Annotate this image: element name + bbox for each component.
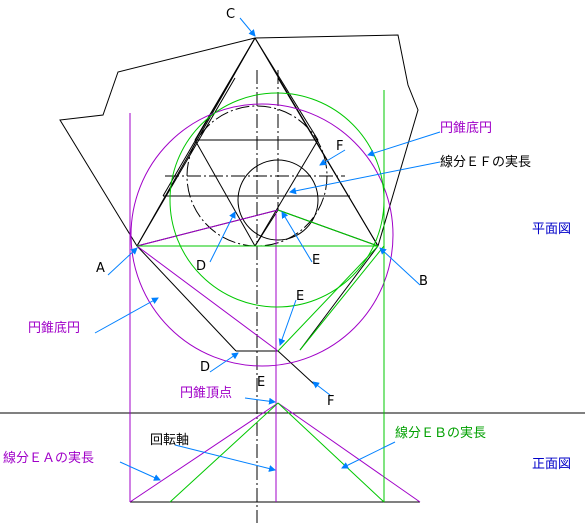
leader-lines bbox=[94, 17, 441, 481]
label-rotation-axis: 回転軸 bbox=[150, 433, 189, 448]
label-ea-true-length: 線分ＥＡの実長 bbox=[3, 450, 94, 466]
inner-line-2 bbox=[254, 37, 319, 141]
purple-lines bbox=[129, 103, 421, 503]
label-e-mid: E bbox=[296, 289, 304, 304]
inner-line-12 bbox=[254, 209, 279, 247]
label-cone-apex: 円錐頂点 bbox=[180, 386, 232, 401]
label-c: C bbox=[226, 7, 235, 22]
leader-cone-base-top bbox=[367, 131, 441, 157]
label-cone-base-left: 円錐底円 bbox=[28, 320, 80, 336]
purple-a-e bbox=[136, 209, 279, 247]
label-e-bottom: E bbox=[257, 375, 265, 390]
label-eb-true-length: 線分ＥＢの実長 bbox=[395, 425, 486, 441]
leader-e-mid bbox=[278, 299, 297, 346]
leader-b bbox=[379, 247, 421, 286]
purple-base-circle bbox=[130, 103, 394, 367]
outline-polygon bbox=[254, 34, 419, 247]
green-b-e bbox=[277, 209, 379, 247]
leader-d-mid bbox=[209, 352, 239, 373]
leader-d-top bbox=[209, 211, 236, 263]
leader-f-top bbox=[319, 149, 346, 166]
center-lines bbox=[165, 70, 345, 523]
purple-a-e-mid bbox=[136, 245, 279, 352]
leader-f-mid bbox=[312, 381, 331, 396]
green-base-circle bbox=[169, 92, 385, 308]
label-plan-view: 平面図 bbox=[532, 222, 571, 237]
annotation-labels: 円錐底円 線分ＥＦの実長 平面図 円錐底円 円錐頂点 回転軸 線分ＥＡの実長 線… bbox=[3, 120, 571, 472]
inner-line-9 bbox=[254, 139, 319, 247]
label-f-top: F bbox=[336, 139, 343, 154]
point-labels: C F A B D E E D F E bbox=[96, 7, 428, 409]
label-front-view: 正面図 bbox=[532, 457, 571, 472]
label-d-top: D bbox=[196, 259, 206, 274]
green-true-length-eb bbox=[277, 402, 385, 503]
green-lines bbox=[137, 90, 385, 503]
inner-line-7 bbox=[277, 77, 379, 247]
label-e-top: E bbox=[312, 253, 320, 268]
label-d-mid: D bbox=[200, 360, 210, 375]
leader-ea bbox=[119, 461, 161, 481]
line-b-down bbox=[299, 245, 379, 351]
outline-polygon-left bbox=[59, 37, 256, 247]
label-f-mid: F bbox=[327, 394, 334, 409]
label-ef-true-length: 線分ＥＦの実長 bbox=[440, 154, 531, 170]
label-b: B bbox=[419, 274, 428, 289]
line-e-f bbox=[277, 350, 316, 386]
leader-rotation-axis bbox=[174, 444, 276, 472]
leader-cone-base-left bbox=[94, 297, 159, 334]
inner-line-6 bbox=[136, 77, 236, 247]
leader-e-top bbox=[281, 211, 313, 263]
green-base-to-b bbox=[299, 245, 385, 351]
green-true-length-left bbox=[169, 402, 279, 503]
black-construction-lines bbox=[0, 34, 585, 503]
leader-a bbox=[107, 247, 138, 276]
leader-c bbox=[239, 17, 256, 37]
green-b-mid bbox=[277, 245, 379, 352]
inner-line-8 bbox=[194, 139, 256, 247]
line-a-down bbox=[136, 245, 237, 352]
leader-eb bbox=[341, 441, 396, 469]
label-cone-base-top: 円錐底円 bbox=[440, 120, 492, 136]
leader-ef-true bbox=[289, 161, 441, 195]
leader-apex bbox=[244, 397, 276, 405]
label-a: A bbox=[96, 261, 105, 276]
dashed-inner-circle bbox=[186, 105, 328, 247]
purple-true-length-right bbox=[277, 402, 421, 503]
